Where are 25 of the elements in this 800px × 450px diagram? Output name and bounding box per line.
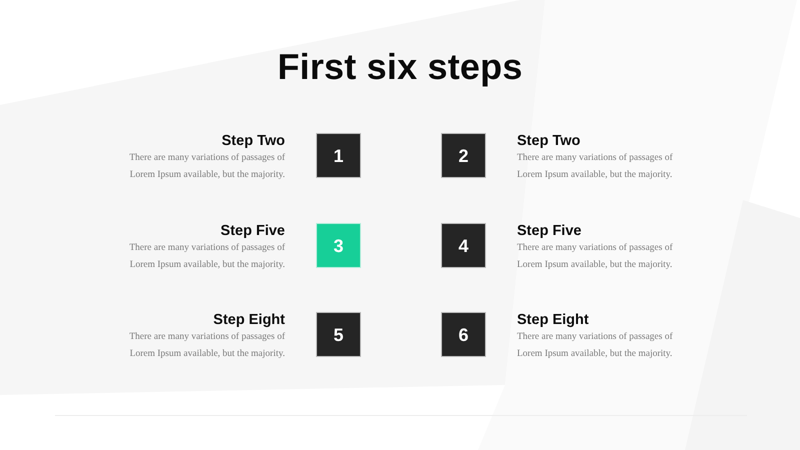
step-heading: Step Five xyxy=(220,222,285,240)
step-description: There are many variations of passages of Lorem Ipsum available, but the majority. xyxy=(517,152,674,182)
step-heading: Step Two xyxy=(220,132,285,150)
number-tile xyxy=(317,313,360,356)
step-heading: Step Two xyxy=(517,132,582,150)
number-tile xyxy=(442,134,485,177)
number-tile xyxy=(442,313,485,356)
step-heading: Step Eight xyxy=(212,311,285,329)
step-number: 2 xyxy=(458,146,468,166)
step-heading: Step Five xyxy=(517,222,582,240)
slide-title: First six steps xyxy=(276,45,524,89)
step-number: 4 xyxy=(458,236,468,256)
step-number: 1 xyxy=(333,146,344,166)
step-description: There are many variations of passages of Lorem Ipsum available, but the majority. xyxy=(128,331,285,361)
step-description: There are many variations of passages of Lorem Ipsum available, but the majority. xyxy=(517,242,674,272)
step-description: There are many variations of passages of Lorem Ipsum available, but the majority. xyxy=(517,331,674,361)
number-tile xyxy=(317,134,360,177)
highlighted-number-tile xyxy=(317,224,360,267)
step-number: 3 xyxy=(333,236,344,256)
step-heading: Step Eight xyxy=(517,311,590,329)
number-tile xyxy=(442,224,485,267)
step-number: 5 xyxy=(333,324,344,344)
step-description: There are many variations of passages of Lorem Ipsum available, but the majority. xyxy=(128,152,285,182)
step-number: 6 xyxy=(458,324,468,344)
step-description: There are many variations of passages of Lorem Ipsum available, but the majority. xyxy=(128,242,285,272)
